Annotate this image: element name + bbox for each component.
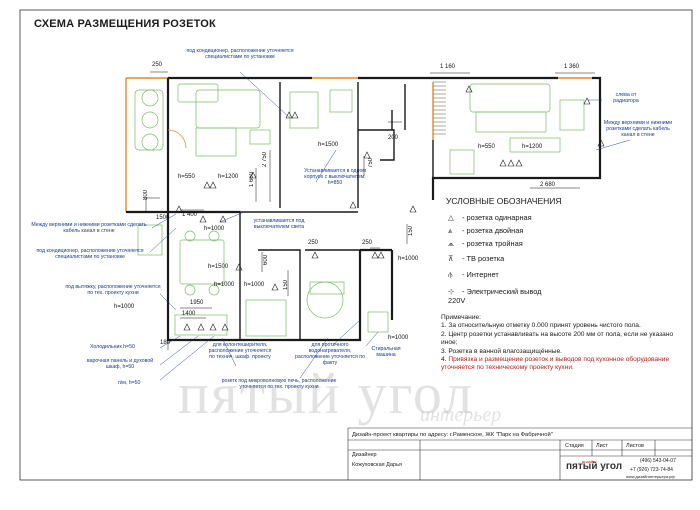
annotation-radiator-left: слева от радиатора [613, 92, 639, 104]
dim-1660: 1 660 [249, 172, 255, 188]
h-1000-d: h=1000 [398, 256, 419, 262]
double-outlet-icon: ⩓ [448, 226, 453, 235]
notes-heading: Примечание: [441, 314, 481, 321]
h-1000-c: h=1000 [114, 304, 135, 310]
dim-750: 750 [368, 158, 374, 169]
h-1000-e: h=1000 [388, 335, 409, 341]
annotation-cooktop-oven: варочная панель и духовой шкаф, h=50 [86, 358, 154, 370]
annotation-heater: для проточного водонагревателя, располож… [295, 342, 365, 366]
watermark-sub: интерьер [420, 404, 502, 426]
studio-logo: пятый угол [566, 461, 623, 472]
dim-2680: 2 680 [540, 182, 556, 188]
single-outlet-icon: △ [448, 213, 454, 222]
notes-block: Примечание: 1. За относительную отметку … [441, 314, 686, 373]
triple-outlet-icon: ⩕ [448, 239, 454, 248]
stamp-site: www.дизайнинтерьера.рф [626, 474, 675, 479]
h-1000-a: h=1000 [204, 226, 225, 232]
annotation-countertop: для колонтеширителя, расположение уточня… [208, 342, 272, 360]
dimension-lines [145, 71, 595, 350]
stamp-designer-label: Дизайнер [352, 452, 377, 458]
walls [126, 76, 602, 342]
furniture [134, 83, 585, 337]
dim-2750: 2 750 [262, 152, 268, 168]
partitions [239, 82, 434, 340]
stamp-phone-2: +7 (926) 723-74-84 [630, 467, 673, 473]
tv-outlet-icon: ⊼ [448, 254, 454, 263]
annotation-conditioner-top: под кондиционер, расположение уточняется… [186, 48, 294, 60]
title-block-lines [347, 427, 692, 480]
annotation-dishwasher: п/м, h=50 [118, 380, 141, 386]
h-550-a: h=550 [178, 174, 195, 180]
annotation-microwave: розетк под микроволновую печь, расположе… [221, 378, 337, 390]
dim-1400: 1 400 [182, 212, 198, 218]
note-3: 3. Розетка в ванной влагозащищённые. [441, 347, 563, 355]
dim-250-right: 250 [362, 240, 373, 246]
outlet-symbols [175, 85, 605, 331]
windows [125, 77, 592, 212]
door-swing [167, 129, 187, 149]
stamp-project: Дизайн-проект квартиры по адресу: г.Раме… [352, 432, 553, 438]
dim-1360: 1 360 [564, 64, 580, 70]
h-1500-b: h=1500 [318, 142, 339, 148]
dim-600: 600 [263, 255, 269, 266]
annotation-under-switch: устанавливается под выключателем света [253, 218, 305, 230]
h-1000-b: h=1000 [214, 282, 235, 288]
stamp-designer-name: Кожуховская Дарья [352, 462, 402, 468]
legend-item-electrical-outlet: ⊹- Электрический вывод 220V [448, 287, 542, 305]
h-1500-a: h=1500 [208, 264, 229, 270]
dim-1400b: 1400 [182, 311, 196, 317]
dim-250-mid: 250 [308, 240, 319, 246]
dim-1950: 1950 [190, 300, 204, 306]
annotation-cable-channel-left: Между верхними и нижними розетками сдела… [31, 222, 147, 234]
h-550-b: h=550 [478, 144, 495, 150]
stamp-sheets-header: Листов [626, 443, 644, 449]
dim-200: 200 [388, 135, 399, 141]
internet-socket-icon: ⫛ [448, 270, 453, 279]
stamp-sheet-header: Лист [596, 443, 608, 449]
sheet-frame [19, 9, 693, 481]
dim-150b: 150 [283, 280, 289, 291]
legend-item-internet: ⫛- Интернет [448, 270, 499, 279]
annotation-washing-machine: Стиральная машина [371, 346, 401, 358]
electrical-outlet-icon: ⊹ [448, 287, 455, 296]
legend-item-tv-outlet: ⊼- ТВ розетка [448, 254, 505, 263]
dim-150: 150 [408, 226, 414, 237]
h-1000-f: h=1000 [244, 282, 265, 288]
legend-title: УСЛОВНЫЕ ОБОЗНАЧЕНИЯ [446, 196, 562, 206]
dim-800: 800 [143, 190, 149, 201]
legend-item-triple-outlet: ⩕- розетка тройная [448, 239, 523, 248]
h-1200-a: h=1200 [218, 174, 239, 180]
annotation-hood: под вытяжку, расположение уточняется по … [65, 284, 161, 296]
h-1200-b: h=1200 [522, 144, 543, 150]
annotation-cable-channel-right: Между верхними и нижними розетками сдела… [603, 120, 673, 138]
note-1: 1. За относительную отметку 0.000 принят… [441, 322, 641, 330]
legend-item-double-outlet: ⩓- розетка двойная [448, 226, 524, 235]
note-2: 2. Центр розетки устанавливать на высоте… [441, 330, 674, 347]
page-title: СХЕМА РАЗМЕЩЕНИЯ РОЗЕТОК [34, 18, 216, 30]
stamp-stage-header: Стадия [565, 443, 584, 449]
leader-lines [149, 71, 631, 381]
dim-250-top: 250 [152, 62, 163, 68]
shaft-hatch [433, 81, 446, 135]
note-4: 4. Привязка и размещение розеток и вывод… [441, 356, 670, 372]
stamp-phone-1: (496) 543-04-07 [640, 458, 676, 464]
dim-1160: 1 160 [440, 64, 456, 70]
legend-item-single-outlet: △- розетка одинарная [448, 213, 532, 222]
stamp-studio-small: дизайн [582, 459, 596, 464]
watermark-main: пятый угол [178, 361, 475, 426]
annotation-switch-box: Устанавливается в одном корпусе с выключ… [304, 168, 366, 186]
annotation-fridge: Холодильник h=50 [90, 344, 135, 350]
annotation-conditioner-left: под кондиционер, расположение уточняется… [36, 248, 144, 260]
dim-1500: 1500 [156, 215, 170, 221]
dim-180: 180 [160, 340, 171, 346]
